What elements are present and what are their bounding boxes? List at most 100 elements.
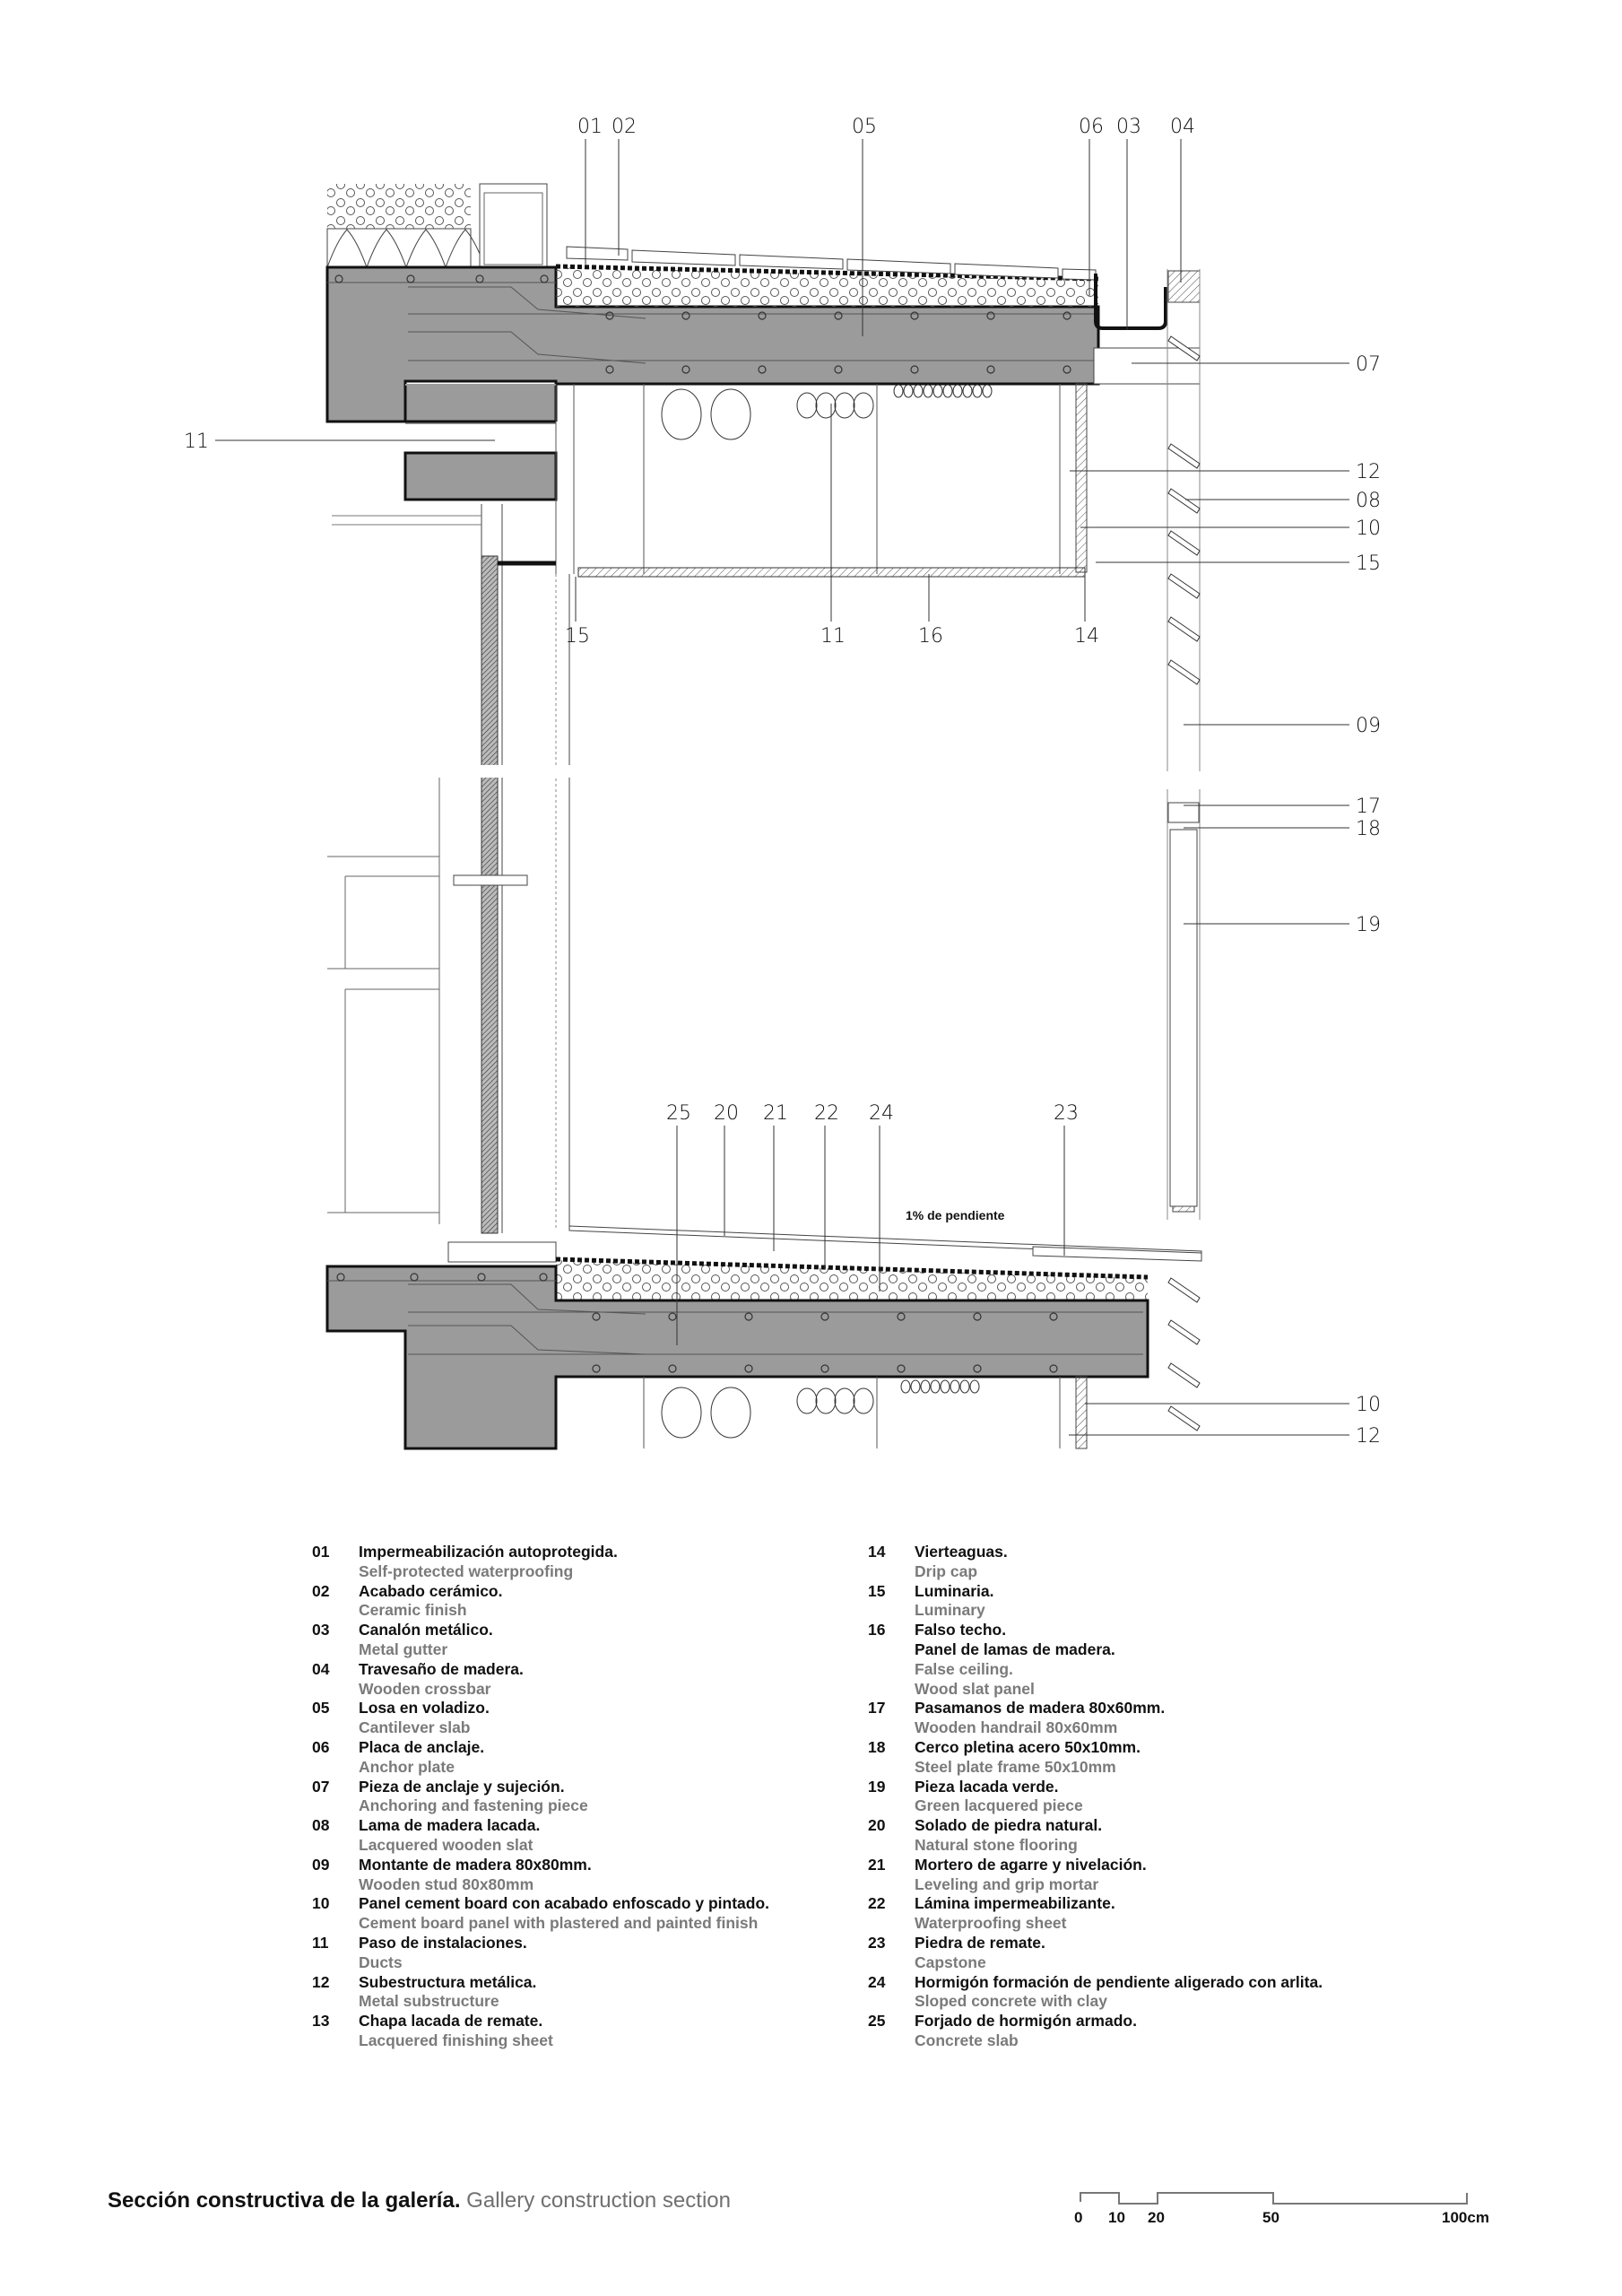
legend-es: Lama de madera lacada. bbox=[359, 1816, 541, 1835]
slope-note: 1% de pendiente bbox=[906, 1208, 1005, 1222]
callouts: 01 02 05 06 03 04 07 12 08 10 15 09 17 1… bbox=[184, 116, 1381, 1448]
legend-en: Waterproofing sheet bbox=[915, 1914, 1067, 1933]
legend-en: Capstone bbox=[915, 1952, 986, 1971]
legend-es: Acabado cerámico. bbox=[359, 1581, 503, 1600]
legend-number: 02 bbox=[312, 1581, 330, 1600]
legend-es: Pieza de anclaje y sujeción. bbox=[359, 1777, 565, 1796]
legend-item: 22 Lámina impermeabilizante.Waterproofing… bbox=[868, 1894, 1442, 1934]
legend-en: Leveling and grip mortar bbox=[915, 1874, 1099, 1893]
legend-number: 06 bbox=[312, 1737, 330, 1756]
svg-text:23: 23 bbox=[1054, 1102, 1079, 1125]
scale-label: 50 bbox=[1262, 2209, 1279, 2226]
legend-es: Panel cement board con acabado enfoscado… bbox=[359, 1894, 770, 1913]
legend-en: Luminary bbox=[915, 1601, 985, 1620]
scale-label: 100cm bbox=[1442, 2209, 1489, 2226]
svg-text:01: 01 bbox=[577, 116, 603, 138]
svg-text:21: 21 bbox=[763, 1102, 788, 1125]
legend-item: 21 Mortero de agarre y nivelación.Levelin… bbox=[868, 1856, 1442, 1895]
caption-en: Gallery construction section bbox=[466, 2188, 731, 2213]
legend-item: 25 Forjado de hormigón armado.Concrete sl… bbox=[868, 2012, 1442, 2051]
legend-en: Metal gutter bbox=[359, 1639, 448, 1658]
upper-structure bbox=[325, 183, 1237, 1234]
svg-text:25: 25 bbox=[666, 1102, 691, 1125]
legend-number: 25 bbox=[868, 2012, 886, 2031]
legend-en: Cement board panel with plastered and pa… bbox=[359, 1914, 759, 1933]
legend-es: Piedra de remate. bbox=[915, 1933, 1045, 1952]
legend-en: Green lacquered piece bbox=[915, 1796, 1083, 1815]
legend-es: Forjado de hormigón armado. bbox=[915, 2012, 1137, 2031]
legend-es: Cerco pletina acero 50x10mm. bbox=[915, 1737, 1141, 1756]
legend-en: Wooden stud 80x80mm bbox=[359, 1874, 534, 1893]
svg-text:20: 20 bbox=[714, 1102, 739, 1125]
legend-es: Luminaria. bbox=[915, 1581, 994, 1600]
legend-number: 05 bbox=[312, 1699, 330, 1718]
legend-number: 10 bbox=[312, 1894, 330, 1913]
legend-en: Wood slat panel bbox=[915, 1679, 1035, 1698]
svg-text:16: 16 bbox=[918, 625, 943, 648]
legend-es: Solado de piedra natural. bbox=[915, 1816, 1103, 1835]
legend-en: Anchor plate bbox=[359, 1757, 455, 1776]
legend-en: Self-protected waterproofing bbox=[359, 1561, 574, 1580]
legend-en: Natural stone flooring bbox=[915, 1835, 1078, 1854]
legend-number: 11 bbox=[312, 1933, 329, 1952]
svg-text:19: 19 bbox=[1356, 914, 1381, 936]
svg-text:18: 18 bbox=[1356, 818, 1381, 840]
svg-text:02: 02 bbox=[612, 116, 637, 138]
legend-es: Losa en voladizo. bbox=[359, 1699, 490, 1718]
legend-item: 06 Placa de anclaje.Anchor plate bbox=[312, 1738, 841, 1778]
legend-es: Lámina impermeabilizante. bbox=[915, 1894, 1115, 1913]
legend-en: Concrete slab bbox=[915, 2031, 1019, 2049]
legend-es: Panel de lamas de madera. bbox=[915, 1639, 1115, 1658]
scale-label: 0 bbox=[1074, 2209, 1083, 2226]
legend-number: 18 bbox=[868, 1737, 886, 1756]
legend-es: Hormigón formación de pendiente aligerad… bbox=[915, 1972, 1323, 1991]
svg-text:08: 08 bbox=[1356, 490, 1381, 512]
svg-text:15: 15 bbox=[1356, 552, 1381, 575]
legend-es: Mortero de agarre y nivelación. bbox=[915, 1855, 1147, 1874]
legend-number: 14 bbox=[868, 1543, 886, 1561]
svg-text:22: 22 bbox=[814, 1102, 839, 1125]
figure-caption: Sección constructiva de la galería. Gall… bbox=[108, 2188, 731, 2213]
legend-item: 10 Panel cement board con acabado enfosca… bbox=[312, 1894, 841, 1934]
legend-en: Wooden crossbar bbox=[359, 1679, 491, 1698]
svg-text:06: 06 bbox=[1079, 116, 1104, 138]
scale-bar: 0 10 20 50 100cm bbox=[1058, 2175, 1524, 2229]
legend-number: 23 bbox=[868, 1933, 886, 1952]
legend-es: Pasamanos de madera 80x60mm. bbox=[915, 1699, 1166, 1718]
legend-number: 12 bbox=[312, 1972, 330, 1991]
svg-text:12: 12 bbox=[1356, 461, 1381, 483]
scale-bar-graphic bbox=[1080, 2192, 1468, 2205]
legend-es: Chapa lacada de remate. bbox=[359, 2012, 543, 2031]
legend-number: 21 bbox=[868, 1855, 886, 1874]
legend-number: 22 bbox=[868, 1894, 886, 1913]
legend-es: Montante de madera 80x80mm. bbox=[359, 1855, 592, 1874]
legend-number: 09 bbox=[312, 1855, 330, 1874]
legend-en: Lacquered finishing sheet bbox=[359, 2031, 553, 2049]
svg-text:09: 09 bbox=[1356, 715, 1381, 737]
leader-lines bbox=[215, 139, 1349, 1436]
legend-es: Vierteaguas. bbox=[915, 1543, 1008, 1561]
svg-text:11: 11 bbox=[184, 430, 209, 453]
svg-text:10: 10 bbox=[1356, 1394, 1381, 1416]
scale-label: 20 bbox=[1148, 2209, 1165, 2226]
svg-text:04: 04 bbox=[1170, 116, 1195, 138]
legend-en: Wooden handrail 80x60mm bbox=[915, 1718, 1118, 1737]
legend-en: Anchoring and fastening piece bbox=[359, 1796, 588, 1815]
legend-number: 01 bbox=[312, 1543, 330, 1561]
legend-es: Placa de anclaje. bbox=[359, 1737, 485, 1756]
